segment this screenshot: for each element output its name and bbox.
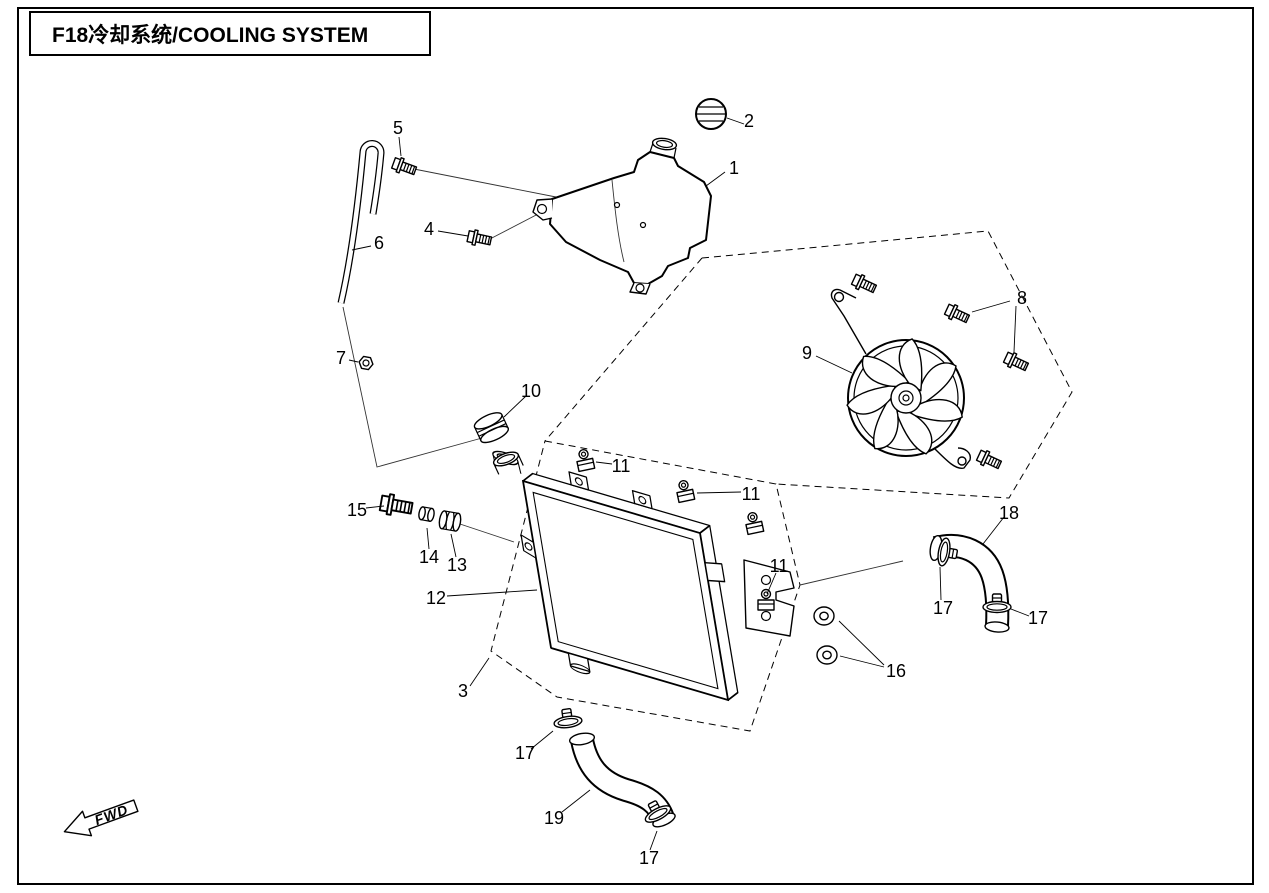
- hose-clamp-3: [551, 706, 584, 731]
- coolant-cap: [695, 98, 727, 130]
- title-block: F18冷却系统/COOLING SYSTEM: [29, 11, 431, 56]
- bolt-4: [465, 228, 493, 249]
- callout-10: 10: [521, 381, 541, 401]
- grommets: [813, 606, 838, 665]
- callout-5: 5: [393, 118, 403, 138]
- callout-3: 3: [458, 681, 468, 701]
- callout-8: 8: [1017, 288, 1027, 308]
- callout-17c: 17: [515, 743, 535, 763]
- callout-6: 6: [374, 233, 384, 253]
- page-border: [17, 7, 1254, 885]
- callout-1: 1: [729, 158, 739, 178]
- radiator: [492, 450, 739, 702]
- callout-17b: 17: [1028, 608, 1048, 628]
- dashed-boundaries: [490, 230, 1073, 732]
- callout-layer: 1 2 3 4 5 6 7 8 9 10 11 11 11 12 13 14 1…: [336, 111, 1048, 868]
- callout-12: 12: [426, 588, 446, 608]
- callout-11c: 11: [770, 556, 789, 576]
- direction-marker: FWD: [63, 799, 139, 837]
- callout-14: 14: [419, 547, 439, 567]
- callout-11b: 11: [742, 484, 761, 504]
- page-title: F18冷却系统/COOLING SYSTEM: [52, 23, 368, 47]
- callout-16: 16: [886, 661, 906, 681]
- callout-11a: 11: [612, 456, 631, 476]
- callout-15: 15: [347, 500, 367, 520]
- callout-18: 18: [999, 503, 1019, 523]
- callout-9: 9: [802, 343, 812, 363]
- coolant-reservoir: [532, 137, 712, 295]
- callout-13: 13: [447, 555, 467, 575]
- leader-lines: [348, 117, 1030, 851]
- bolt-5: [390, 155, 419, 179]
- callout-4: 4: [424, 219, 434, 239]
- filler-fitting: [473, 412, 524, 475]
- callout-2: 2: [744, 111, 754, 131]
- callout-17a: 17: [933, 598, 953, 618]
- cooling-fan: [830, 288, 972, 469]
- overflow-tube: [337, 140, 385, 304]
- callout-19: 19: [544, 808, 564, 828]
- callout-17d: 17: [639, 848, 659, 868]
- nut-7: [357, 355, 375, 371]
- callout-7: 7: [336, 348, 346, 368]
- assembly-lines: [342, 168, 904, 586]
- radiator-mount-set: [378, 491, 463, 533]
- direction-arrow-icon: [63, 799, 139, 837]
- fwd-label: FWD: [92, 801, 130, 828]
